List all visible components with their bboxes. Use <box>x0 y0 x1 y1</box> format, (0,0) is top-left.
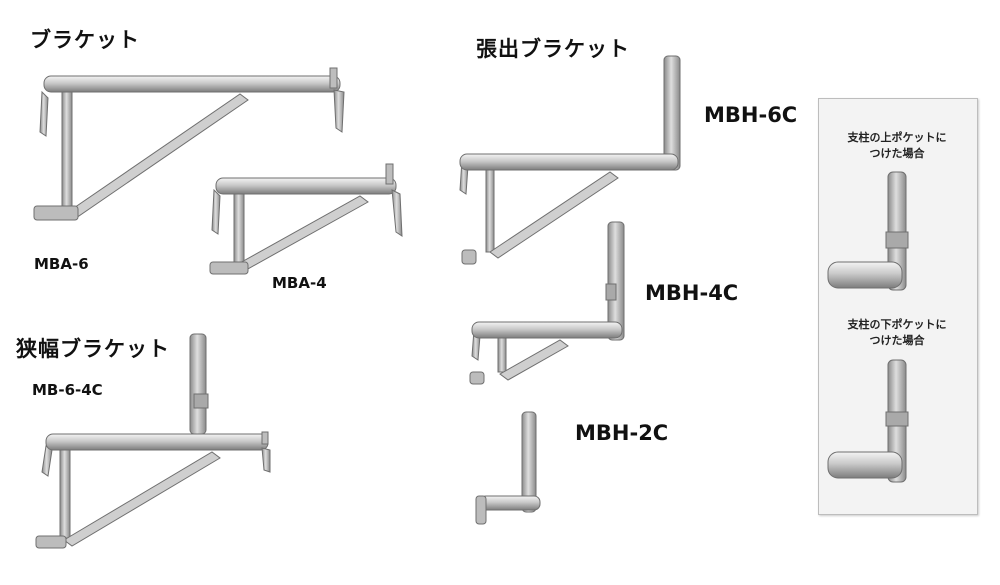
label-mb-6-4c: MB-6-4C <box>32 381 103 399</box>
inset-upper-caption: 支柱の上ポケットに つけた場合 <box>818 130 976 162</box>
label-mba-4: MBA-4 <box>272 274 327 292</box>
label-mbh-6c: MBH-6C <box>704 103 798 127</box>
heading-narrow-bracket: 狭幅ブラケット <box>16 337 170 361</box>
mbh-4c-bracket-image <box>469 221 625 385</box>
inset-lower-caption: 支柱の下ポケットに つけた場合 <box>818 317 976 349</box>
inset-lower-pocket-image <box>827 359 909 483</box>
inset-upper-pocket-image <box>827 171 909 291</box>
mba-6-bracket-image <box>33 67 345 221</box>
inset-lower-caption-line1: 支柱の下ポケットに <box>847 318 947 331</box>
mbh-6c-bracket-image <box>459 55 681 265</box>
inset-lower-caption-line2: つけた場合 <box>869 334 925 347</box>
label-mbh-4c: MBH-4C <box>645 281 739 305</box>
label-mbh-2c: MBH-2C <box>575 421 669 445</box>
heading-bracket: ブラケット <box>30 28 140 52</box>
inset-upper-caption-line1: 支柱の上ポケットに <box>847 131 947 144</box>
heading-overhang-bracket: 張出ブラケット <box>476 37 630 61</box>
label-mba-6: MBA-6 <box>34 255 89 273</box>
mba-4-bracket-image <box>209 163 403 275</box>
mb-6-4c-bracket-image <box>35 333 271 549</box>
inset-upper-caption-line2: つけた場合 <box>869 147 925 160</box>
mbh-2c-bracket-image <box>475 411 541 525</box>
